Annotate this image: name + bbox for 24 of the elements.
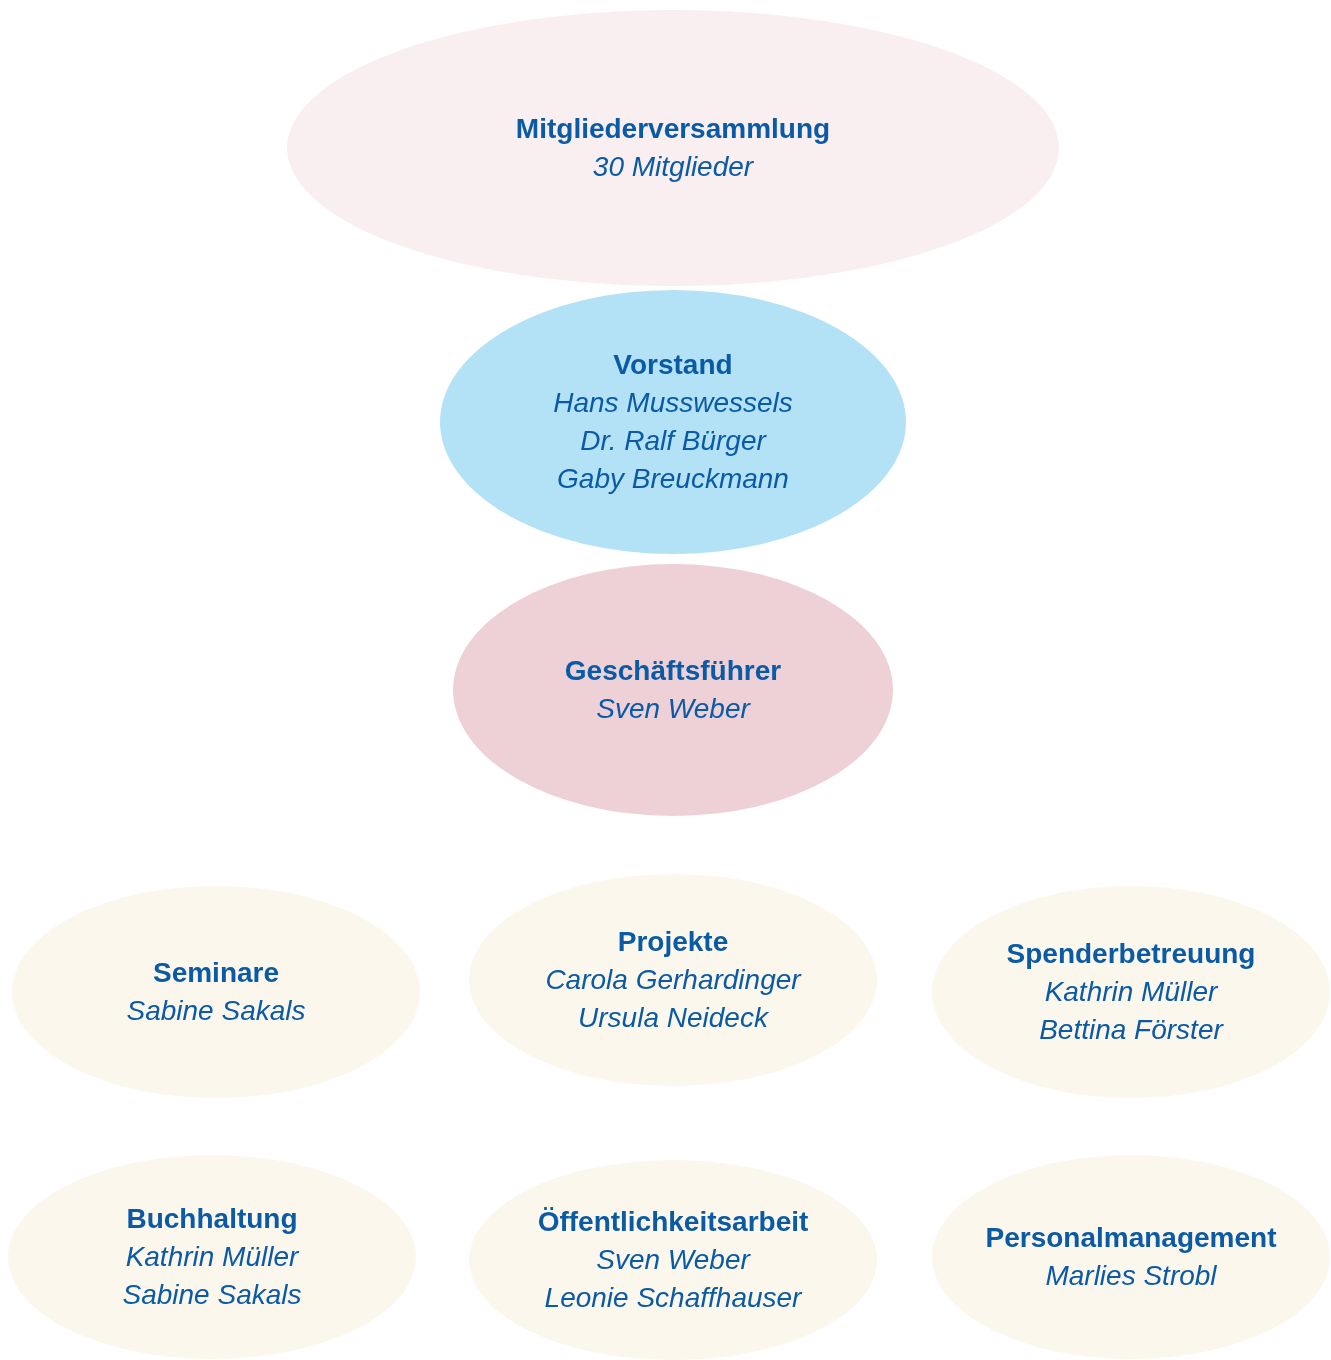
person-name: Dr. Ralf Bürger — [580, 424, 766, 458]
unit-title: Buchhaltung — [126, 1202, 298, 1236]
person-name: 30 Mitglieder — [592, 150, 754, 184]
unit-title: Geschäftsführer — [564, 654, 782, 688]
person-name: Leonie Schaffhauser — [544, 1281, 802, 1315]
person-name: Kathrin Müller — [125, 1240, 299, 1274]
person-name: Sven Weber — [596, 692, 750, 726]
person-name: Marlies Strobl — [1045, 1259, 1217, 1293]
person-name: Bettina Förster — [1039, 1013, 1223, 1047]
person-name: Gaby Breuckmann — [557, 462, 789, 496]
unit-title: Mitgliederversammlung — [515, 112, 831, 146]
unit-title: Seminare — [152, 956, 280, 990]
person-name: Sven Weber — [596, 1243, 750, 1277]
unit-title: Spenderbetreuung — [1006, 937, 1256, 971]
person-name: Hans Musswessels — [553, 386, 793, 420]
person-name: Sabine Sakals — [126, 994, 306, 1028]
unit-title: Öffentlichkeitsarbeit — [537, 1205, 809, 1239]
person-name: Carola Gerhardinger — [545, 963, 801, 997]
person-name: Sabine Sakals — [122, 1278, 302, 1312]
unit-title: Vorstand — [613, 348, 733, 382]
unit-title: Projekte — [617, 925, 729, 959]
unit-title: Personalmanagement — [985, 1221, 1277, 1255]
person-name: Kathrin Müller — [1044, 975, 1218, 1009]
person-name: Ursula Neideck — [578, 1001, 768, 1035]
